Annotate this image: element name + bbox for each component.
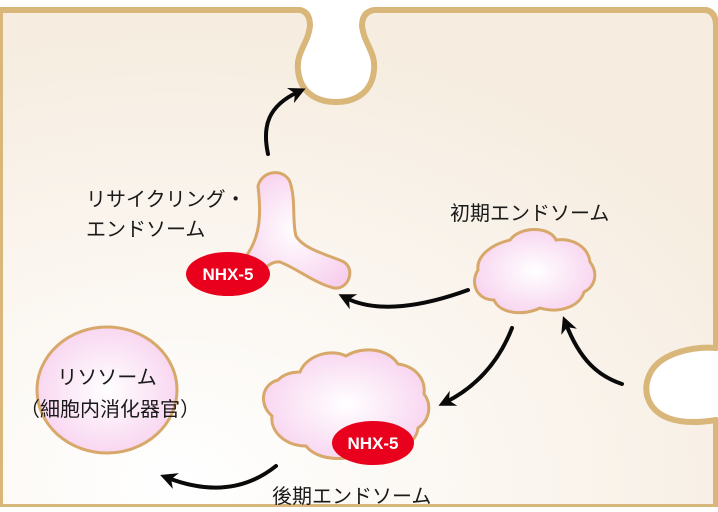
- label-lysosome-2: （細胞内消化器官）: [20, 397, 200, 421]
- cell-membrane: [0, 7, 718, 510]
- svg-text:NHX-5: NHX-5: [347, 434, 398, 453]
- label-late-endosome: 後期エンドソーム: [272, 484, 431, 507]
- label-recycling-endosome-1: リサイクリング・: [86, 187, 246, 211]
- lysosome: [35, 325, 179, 455]
- arrow-icon: [263, 87, 306, 156]
- label-lysosome-1: リソソーム: [57, 365, 156, 389]
- svg-text:NHX-5: NHX-5: [202, 265, 253, 284]
- arrow-icon: [160, 464, 278, 490]
- nhx5-badge-recycling: NHX-5: [186, 252, 270, 296]
- arrow-icon: [438, 326, 514, 406]
- label-early-endosome: 初期エンドソーム: [450, 201, 609, 225]
- arrow-icon: [338, 288, 470, 310]
- arrow-icon: [561, 316, 624, 386]
- nhx5-badge-late: NHX-5: [332, 421, 414, 465]
- label-recycling-endosome-2: エンドソーム: [86, 217, 205, 241]
- early-endosome: [473, 228, 597, 315]
